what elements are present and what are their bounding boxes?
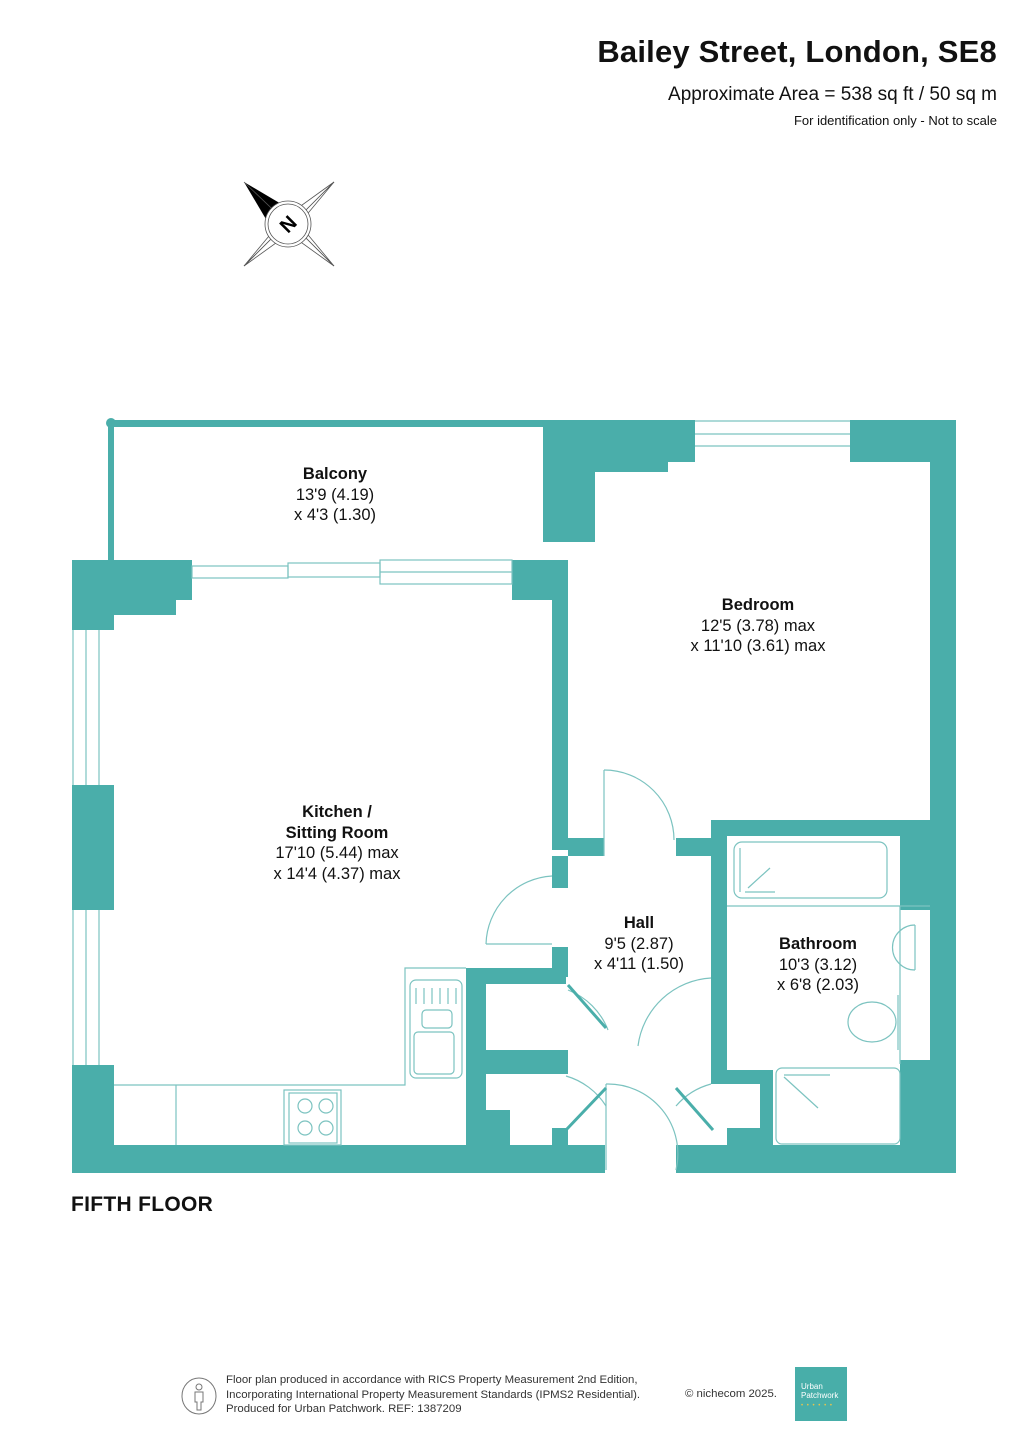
person-icon <box>181 1377 217 1415</box>
logo-text: Patchwork <box>801 1391 839 1400</box>
room-name: Balcony <box>302 465 368 483</box>
room-dimension: 13'9 (4.19) <box>295 485 375 504</box>
room-name: Kitchen / <box>302 803 372 821</box>
cupboard-doors <box>564 984 715 1132</box>
floor-label: FIFTH FLOOR <box>71 1193 214 1216</box>
room-dimension: x 4'3 (1.30) <box>293 506 377 524</box>
room-dimension: x 11'10 (3.61) max <box>690 637 826 655</box>
urban-patchwork-logo: Urban Patchwork • • • • • • <box>795 1367 847 1421</box>
footer-line: Incorporating International Property Mea… <box>226 1388 641 1401</box>
room-dimension: x 14'4 (4.37) max <box>273 864 401 883</box>
approximate-area: Approximate Area = 538 sq ft / 50 sq m <box>668 84 997 105</box>
room-dimension: 10'3 (3.12) <box>778 955 858 974</box>
scale-note: For identification only - Not to scale <box>793 113 997 128</box>
room-dimension: 17'10 (5.44) max <box>275 844 399 862</box>
footer-line: Floor plan produced in accordance with R… <box>226 1374 638 1386</box>
north-compass-icon: N <box>243 181 335 267</box>
walls <box>72 418 956 1173</box>
room-name: Sitting Room <box>285 823 389 842</box>
room-kitchen-sitting: Kitchen / Sitting Room 17'10 (5.44) max … <box>274 802 401 884</box>
fixtures <box>72 420 930 1171</box>
room-name: Bedroom <box>721 596 795 614</box>
room-bedroom: Bedroom 12'5 (3.78) max x 11'10 (3.61) m… <box>691 595 826 657</box>
room-dimension: 12'5 (3.78) max <box>700 616 816 635</box>
room-hall: Hall 9'5 (2.87) x 4'11 (1.50) <box>594 913 684 975</box>
room-name: Hall <box>623 914 655 932</box>
footer: Floor plan produced in accordance with R… <box>180 1367 860 1422</box>
copyright: © nichecom 2025. <box>685 1387 777 1400</box>
logo-dots: • • • • • • <box>801 1403 833 1409</box>
room-dimension: x 4'11 (1.50) <box>594 955 684 973</box>
room-balcony: Balcony 13'9 (4.19) x 4'3 (1.30) <box>294 464 376 526</box>
room-bathroom: Bathroom 10'3 (3.12) x 6'8 (2.03) <box>777 934 859 996</box>
room-dimension: x 6'8 (2.03) <box>776 976 860 994</box>
room-name: Bathroom <box>779 935 857 953</box>
footer-line: Produced for Urban Patchwork. REF: 13872… <box>226 1403 462 1415</box>
footer-text: Floor plan produced in accordance with R… <box>226 1373 640 1417</box>
room-dimension: 9'5 (2.87) <box>604 934 674 953</box>
page-title: Bailey Street, London, SE8 <box>597 34 997 69</box>
logo-text: Urban <box>801 1382 823 1391</box>
